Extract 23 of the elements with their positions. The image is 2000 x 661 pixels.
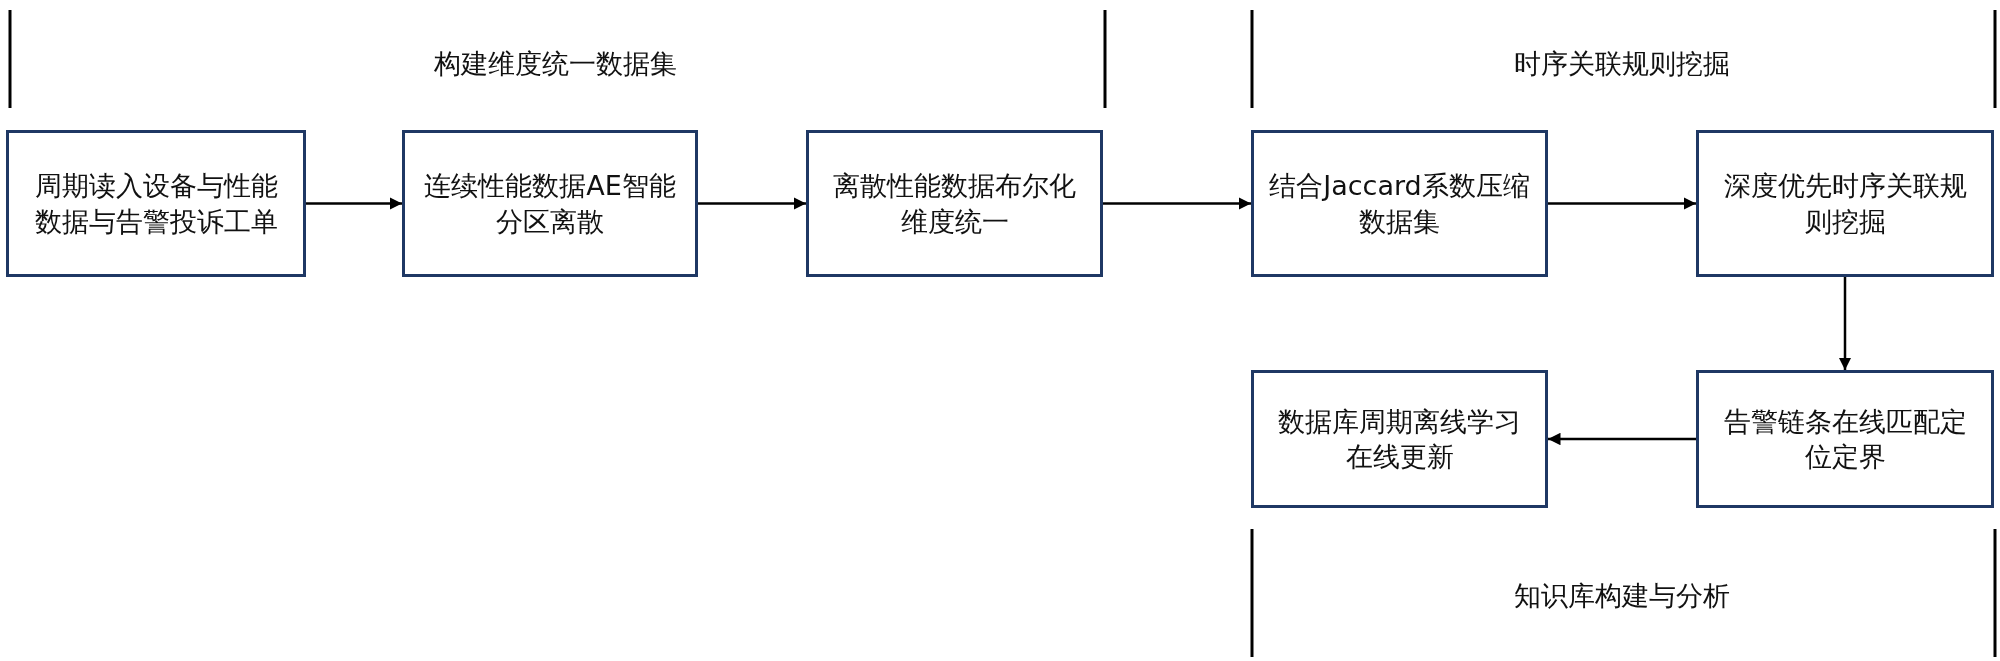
arrow (1548, 197, 1696, 210)
section-title: 知识库构建与分析 (1514, 579, 1730, 613)
process-box (1696, 370, 1994, 508)
process-box (402, 130, 698, 277)
section-title: 构建维度统一数据集 (433, 47, 677, 81)
arrow (1548, 432, 1696, 446)
box-text: 结合Jaccard系数压缩数据集 (1268, 169, 1531, 239)
box-text: 离散性能数据布尔化维度统一 (832, 169, 1077, 239)
section-title: 时序关联规则挖掘 (1514, 47, 1730, 81)
box-text: 深度优先时序关联规则挖掘 (1722, 169, 1968, 239)
process-box (1696, 130, 1994, 277)
arrow (306, 197, 402, 210)
process-box (806, 130, 1103, 277)
box-text: 周期读入设备与性能数据与告警投诉工单 (33, 169, 279, 239)
box-text: 连续性能数据AE智能分区离散 (423, 169, 677, 239)
arrow (1103, 197, 1251, 210)
box-text: 数据库周期离线学习在线更新 (1277, 404, 1522, 474)
process-box (1251, 130, 1548, 277)
arrow (1838, 277, 1852, 370)
arrow (698, 197, 806, 210)
process-box (1251, 370, 1548, 508)
process-box (6, 130, 306, 277)
box-text: 告警链条在线匹配定位定界 (1722, 404, 1968, 474)
